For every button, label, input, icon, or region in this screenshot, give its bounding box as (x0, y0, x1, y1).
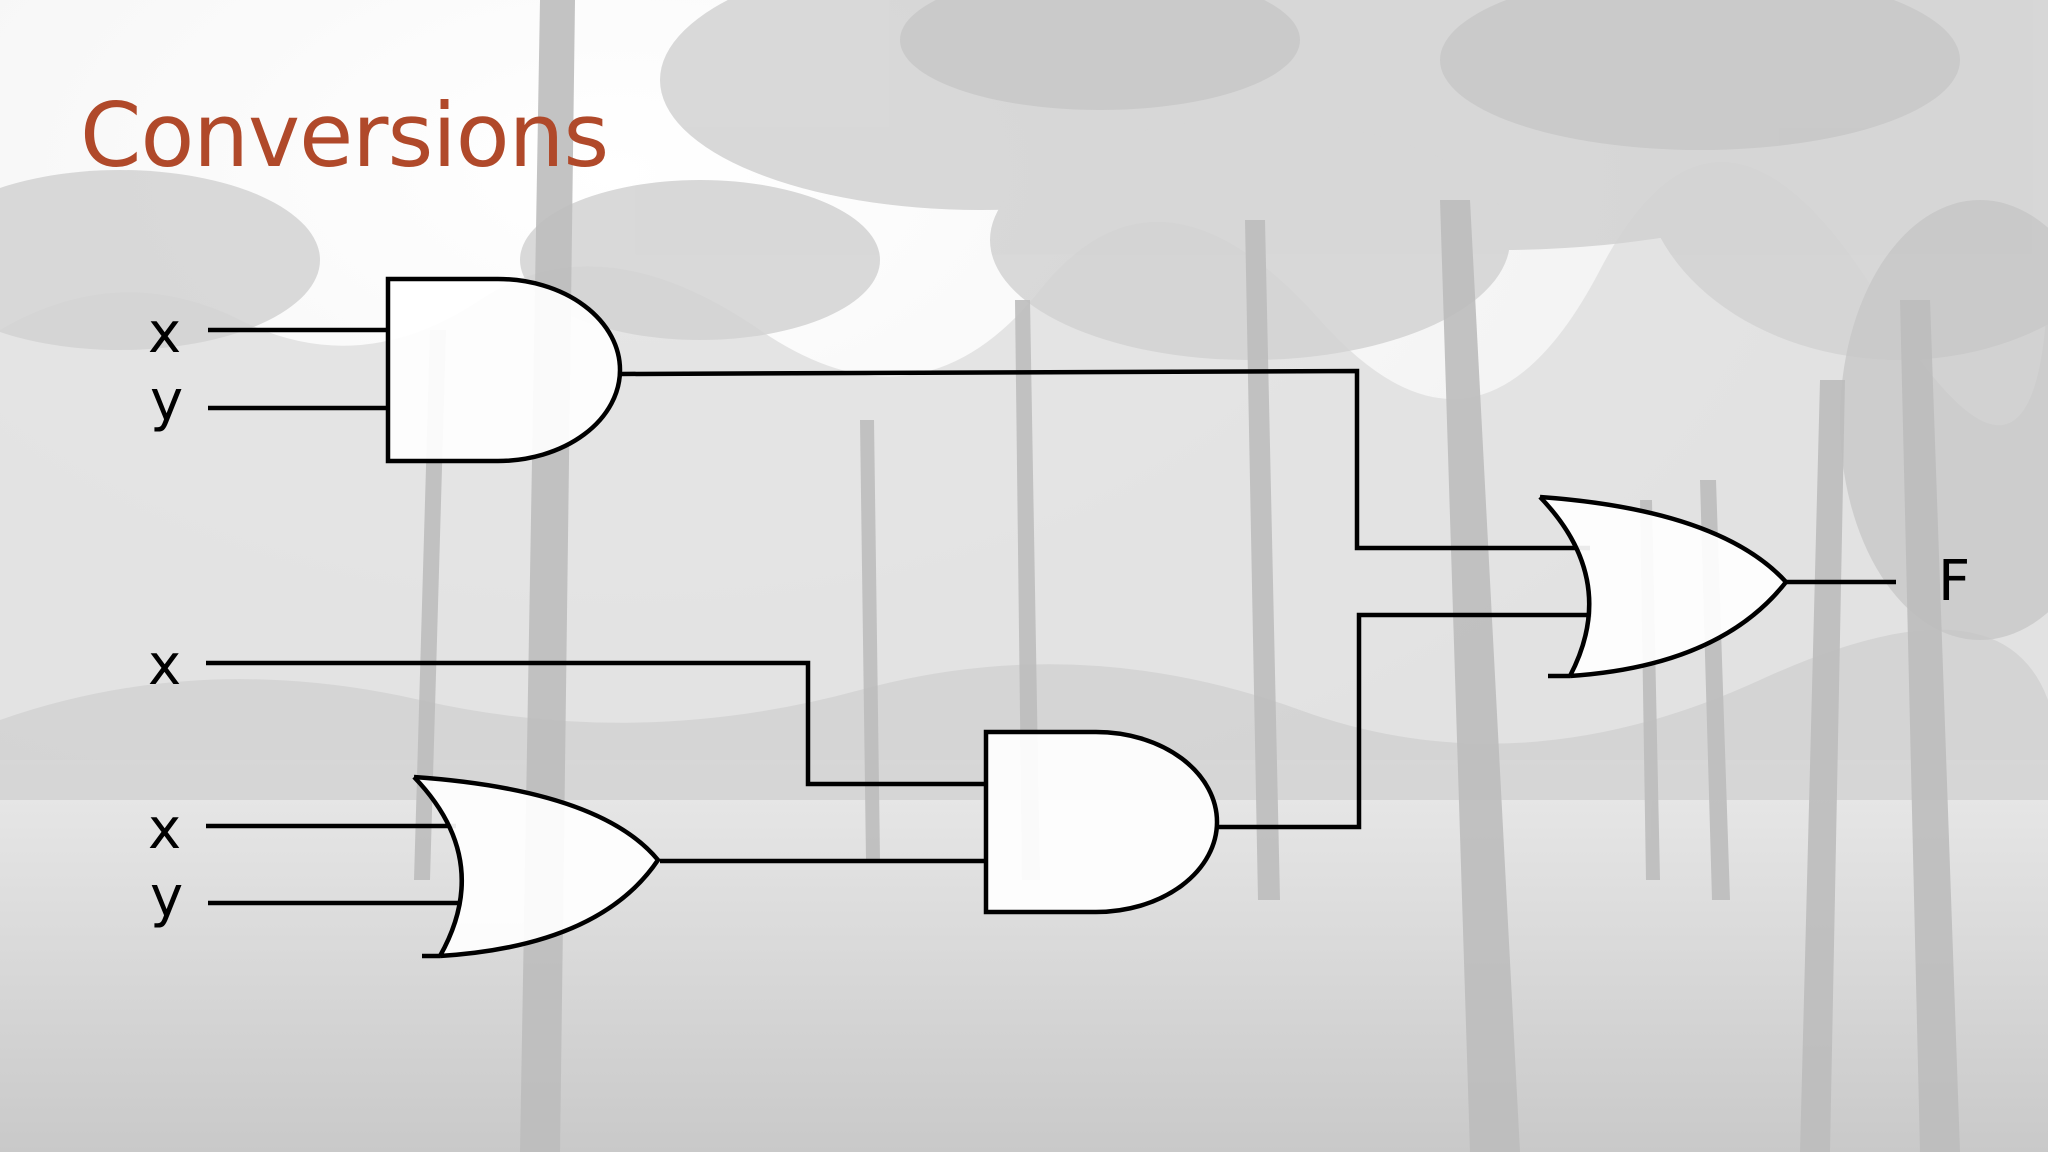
wire-and1-to-or2 (619, 368, 1590, 551)
input-label-x-2: x (148, 633, 181, 698)
input-label-x-3: x (148, 797, 181, 862)
or-gate-2 (1538, 494, 1789, 679)
or-gate-1 (412, 774, 661, 959)
output-label-f: F (1938, 549, 1970, 614)
input-label-x-1: x (148, 301, 181, 366)
wire-and2-to-or2 (1218, 612, 1592, 830)
and-gate-1 (385, 276, 623, 464)
input-label-y-1: y (150, 369, 183, 434)
wire-x2-to-and2 (206, 660, 986, 787)
input-label-y-2: y (150, 865, 183, 930)
slide-title: Conversions (80, 84, 609, 187)
and-gate-2 (983, 729, 1220, 915)
